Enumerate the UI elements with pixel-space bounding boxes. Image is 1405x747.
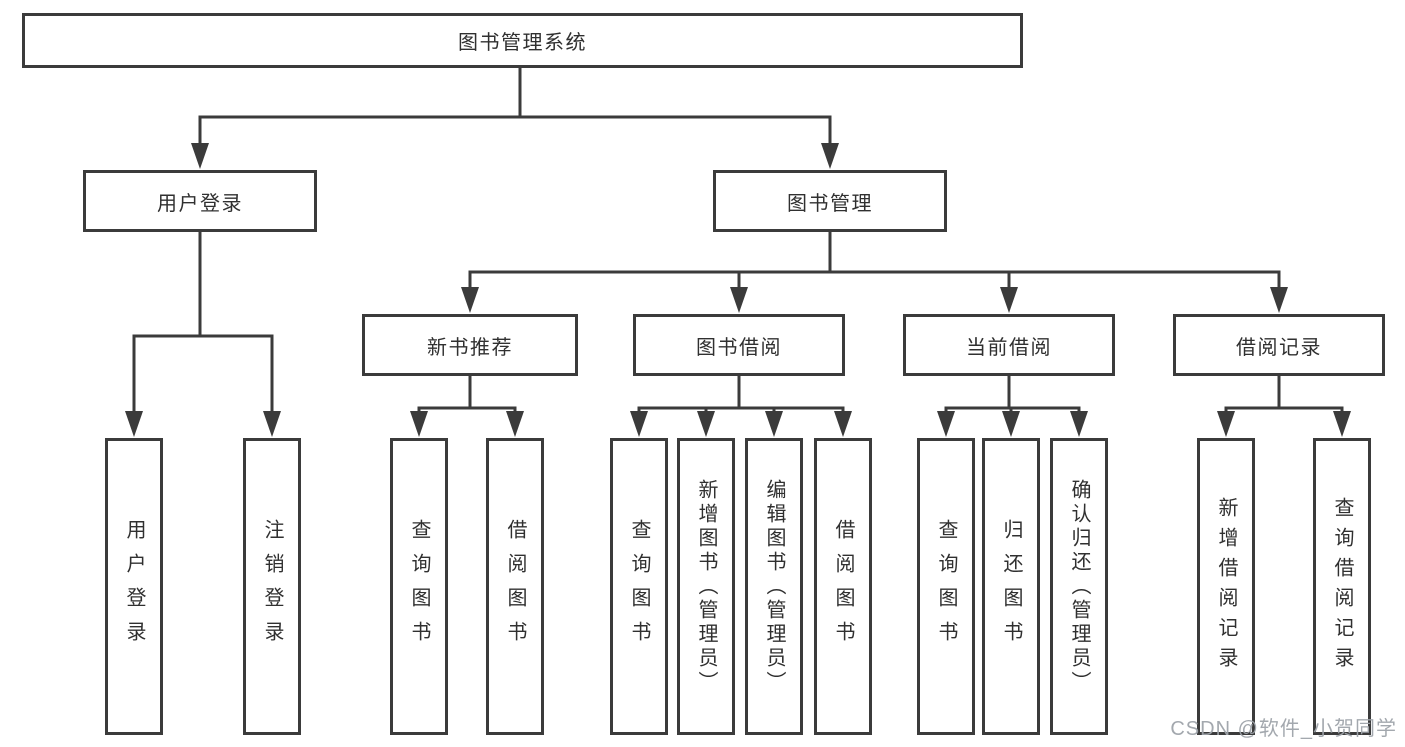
leaf-user-login: 用户登录 [105, 438, 163, 735]
leaf-borrow-query-books: 查询图书 [610, 438, 668, 735]
node-current-borrow: 当前借阅 [903, 314, 1115, 376]
watermark-text: CSDN @软件_小贺同学 [1170, 718, 1397, 740]
leaf-current-return-books-label: 归还图书 [1000, 518, 1022, 655]
node-new-book-recommend: 新书推荐 [362, 314, 578, 376]
leaf-records-add-record: 新增借阅记录 [1197, 438, 1255, 735]
leaf-user-login-label: 用户登录 [123, 518, 145, 655]
node-book-management: 图书管理 [713, 170, 947, 232]
leaf-logout: 注销登录 [243, 438, 301, 735]
leaf-borrow-borrow-books-label: 借阅图书 [832, 518, 854, 655]
node-borrow-records-label: 借阅记录 [1236, 336, 1322, 359]
leaf-newbooks-query-books: 查询图书 [390, 438, 448, 735]
leaf-newbooks-borrow-books-label: 借阅图书 [504, 518, 526, 655]
node-book-borrow-label: 图书借阅 [696, 336, 782, 359]
leaf-borrow-add-books-admin-label: 新增图书（管理员） [695, 478, 717, 695]
leaf-borrow-add-books-admin: 新增图书（管理员） [677, 438, 735, 735]
node-book-borrow: 图书借阅 [633, 314, 845, 376]
leaf-records-query-record-label: 查询借阅记录 [1331, 496, 1353, 677]
leaf-borrow-edit-books-admin: 编辑图书（管理员） [745, 438, 803, 735]
node-root: 图书管理系统 [22, 13, 1023, 68]
node-current-borrow-label: 当前借阅 [966, 336, 1052, 359]
leaf-records-add-record-label: 新增借阅记录 [1215, 496, 1237, 677]
leaf-logout-label: 注销登录 [261, 518, 283, 655]
node-book-management-label: 图书管理 [787, 192, 873, 215]
leaf-current-query-books-label: 查询图书 [935, 518, 957, 655]
leaf-newbooks-borrow-books: 借阅图书 [486, 438, 544, 735]
leaf-current-confirm-return-admin: 确认归还（管理员） [1050, 438, 1108, 735]
leaf-borrow-query-books-label: 查询图书 [628, 518, 650, 655]
leaf-current-return-books: 归还图书 [982, 438, 1040, 735]
node-user-login-label: 用户登录 [157, 192, 243, 215]
node-borrow-records: 借阅记录 [1173, 314, 1385, 376]
leaf-borrow-borrow-books: 借阅图书 [814, 438, 872, 735]
leaf-newbooks-query-books-label: 查询图书 [408, 518, 430, 655]
leaf-current-query-books: 查询图书 [917, 438, 975, 735]
node-user-login: 用户登录 [83, 170, 317, 232]
leaf-borrow-edit-books-admin-label: 编辑图书（管理员） [763, 478, 785, 695]
leaf-records-query-record: 查询借阅记录 [1313, 438, 1371, 735]
node-root-label: 图书管理系统 [458, 32, 587, 54]
node-new-book-recommend-label: 新书推荐 [427, 336, 513, 359]
leaf-current-confirm-return-admin-label: 确认归还（管理员） [1068, 478, 1090, 695]
